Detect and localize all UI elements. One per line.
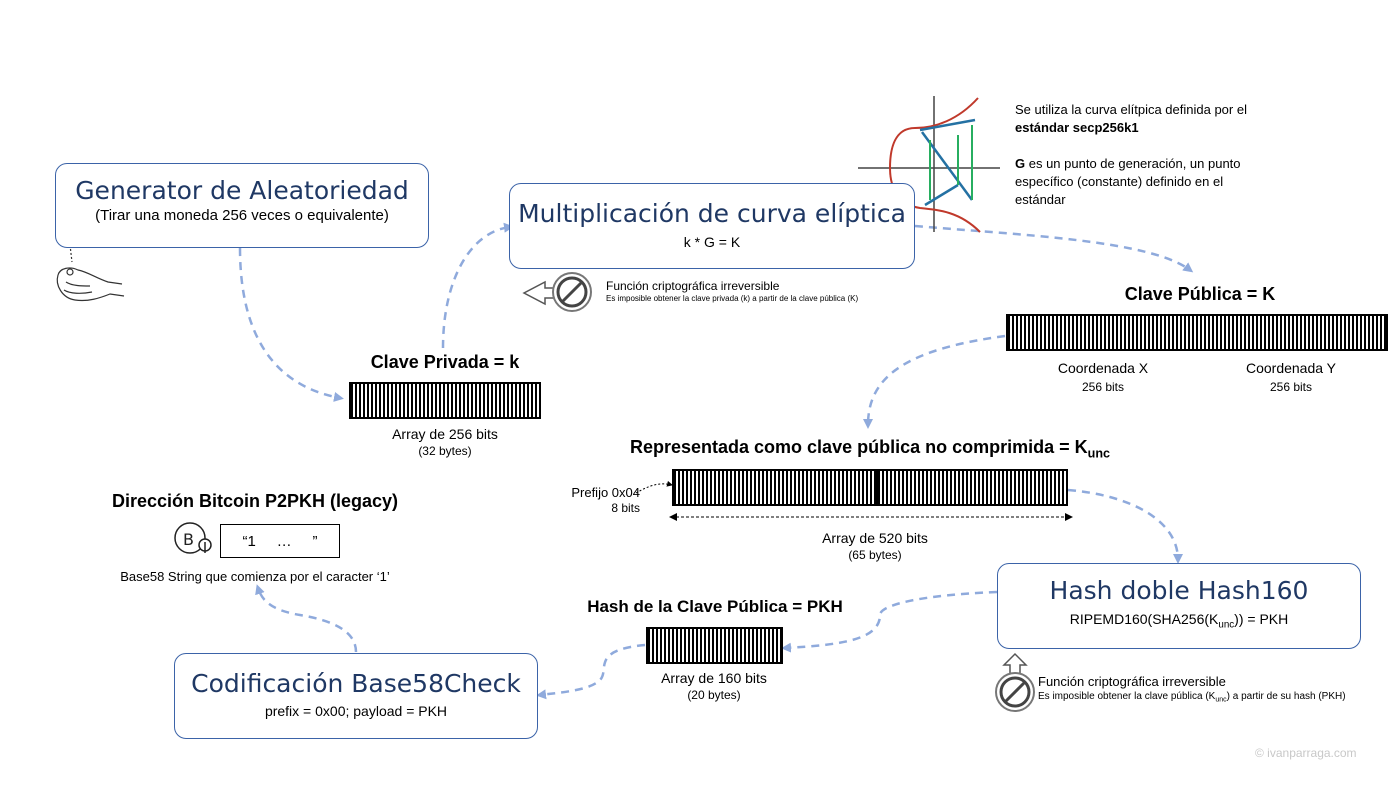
arrow-hash-to-pkh — [781, 590, 998, 653]
uncompressed-bytes: (65 bytes) — [848, 548, 902, 562]
uncompressed-divider — [876, 469, 878, 506]
elliptic-curve-figure — [858, 96, 1000, 233]
ec-multiplication-title: Multiplicación de curva elíptica — [518, 199, 906, 228]
curve-note: Se utiliza la curva elítpica definida po… — [1015, 101, 1295, 209]
public-key-x-label: Coordenada X — [1057, 360, 1149, 376]
private-key-bit-array — [349, 382, 541, 419]
hash160-box: Hash doble Hash160 RIPEMD160(SHA256(Kunc… — [997, 563, 1361, 649]
address-value-box: “1 … ” — [220, 524, 340, 558]
arrow-uncomp-to-hash — [1067, 488, 1183, 564]
private-key-title: Clave Privada = k — [370, 352, 520, 372]
prefix-pointer — [635, 480, 673, 494]
random-generator-subtitle: (Tirar una moneda 256 veces o equivalent… — [95, 207, 389, 224]
private-key-bytes: (32 bytes) — [418, 444, 472, 458]
prefix-label: Prefijo 0x04 — [571, 485, 640, 500]
public-key-y-bits: 256 bits — [1269, 380, 1313, 394]
irreversible-1-title: Función criptográfica irreversible — [606, 279, 780, 293]
uncompressed-title: Representada como clave pública no compr… — [629, 437, 1111, 461]
pkh-bytes: (20 bytes) — [687, 688, 741, 702]
pkh-bit-array — [646, 627, 783, 664]
arrow-pkh-to-base58 — [536, 643, 646, 700]
random-generator-title: Generator de Aleatoriedad — [75, 176, 409, 205]
address-value: “1 … ” — [242, 532, 318, 550]
address-caption: Base58 String que comienza por el caract… — [120, 569, 390, 584]
curve-note-generator: G es un punto de generación, un punto — [1015, 156, 1241, 171]
curve-note-standard: estándar secp256k1 — [1015, 120, 1139, 135]
public-key-y-label: Coordenada Y — [1245, 360, 1337, 376]
irreversible-icon-1 — [522, 272, 592, 312]
ec-multiplication-formula: k * G = K — [683, 234, 741, 250]
arrow-private-to-ec — [441, 222, 514, 349]
curve-note-line1: Se utiliza la curva elítpica definida po… — [1015, 102, 1247, 117]
arrow-random-to-private — [238, 247, 344, 402]
irreversible-2-title: Función criptográfica irreversible — [1038, 674, 1226, 689]
arrow-public-to-uncomp — [863, 334, 1006, 429]
bitcoin-icon: B — [174, 522, 212, 554]
svg-text:B: B — [183, 530, 194, 549]
private-key-caption: Array de 256 bits — [392, 426, 498, 442]
public-key-title: Clave Pública = K — [1124, 284, 1276, 304]
public-key-x-bits: 256 bits — [1081, 380, 1125, 394]
hash160-formula: RIPEMD160(SHA256(Kunc)) = PKH — [1069, 611, 1289, 631]
ec-multiplication-box: Multiplicación de curva elíptica k * G =… — [509, 183, 915, 269]
irreversible-icon-2 — [995, 652, 1035, 712]
pkh-caption: Array de 160 bits — [661, 670, 767, 686]
public-key-bit-array — [1006, 314, 1388, 351]
irreversible-1-desc: Es imposible obtener la clave privada (k… — [606, 294, 859, 303]
arrow-base58-to-address — [255, 584, 358, 653]
random-generator-box: Generator de Aleatoriedad (Tirar una mon… — [55, 163, 429, 248]
address-title: Dirección Bitcoin P2PKH (legacy) — [111, 491, 399, 511]
watermark: © ivanparraga.com — [1255, 746, 1357, 760]
irreversible-2-desc: Es imposible obtener la clave pública (K… — [1038, 691, 1346, 704]
prefix-bits: 8 bits — [611, 501, 640, 515]
hash160-title: Hash doble Hash160 — [1049, 576, 1309, 605]
arrow-ec-to-public — [914, 224, 1194, 273]
base58check-params: prefix = 0x00; payload = PKH — [264, 703, 448, 719]
pkh-title: Hash de la Clave Pública = PKH — [587, 597, 843, 616]
uncompressed-bit-array — [672, 469, 1068, 506]
base58check-box: Codificación Base58Check prefix = 0x00; … — [174, 653, 538, 739]
base58check-title: Codificación Base58Check — [191, 669, 521, 698]
uncompressed-caption: Array de 520 bits — [822, 530, 928, 546]
